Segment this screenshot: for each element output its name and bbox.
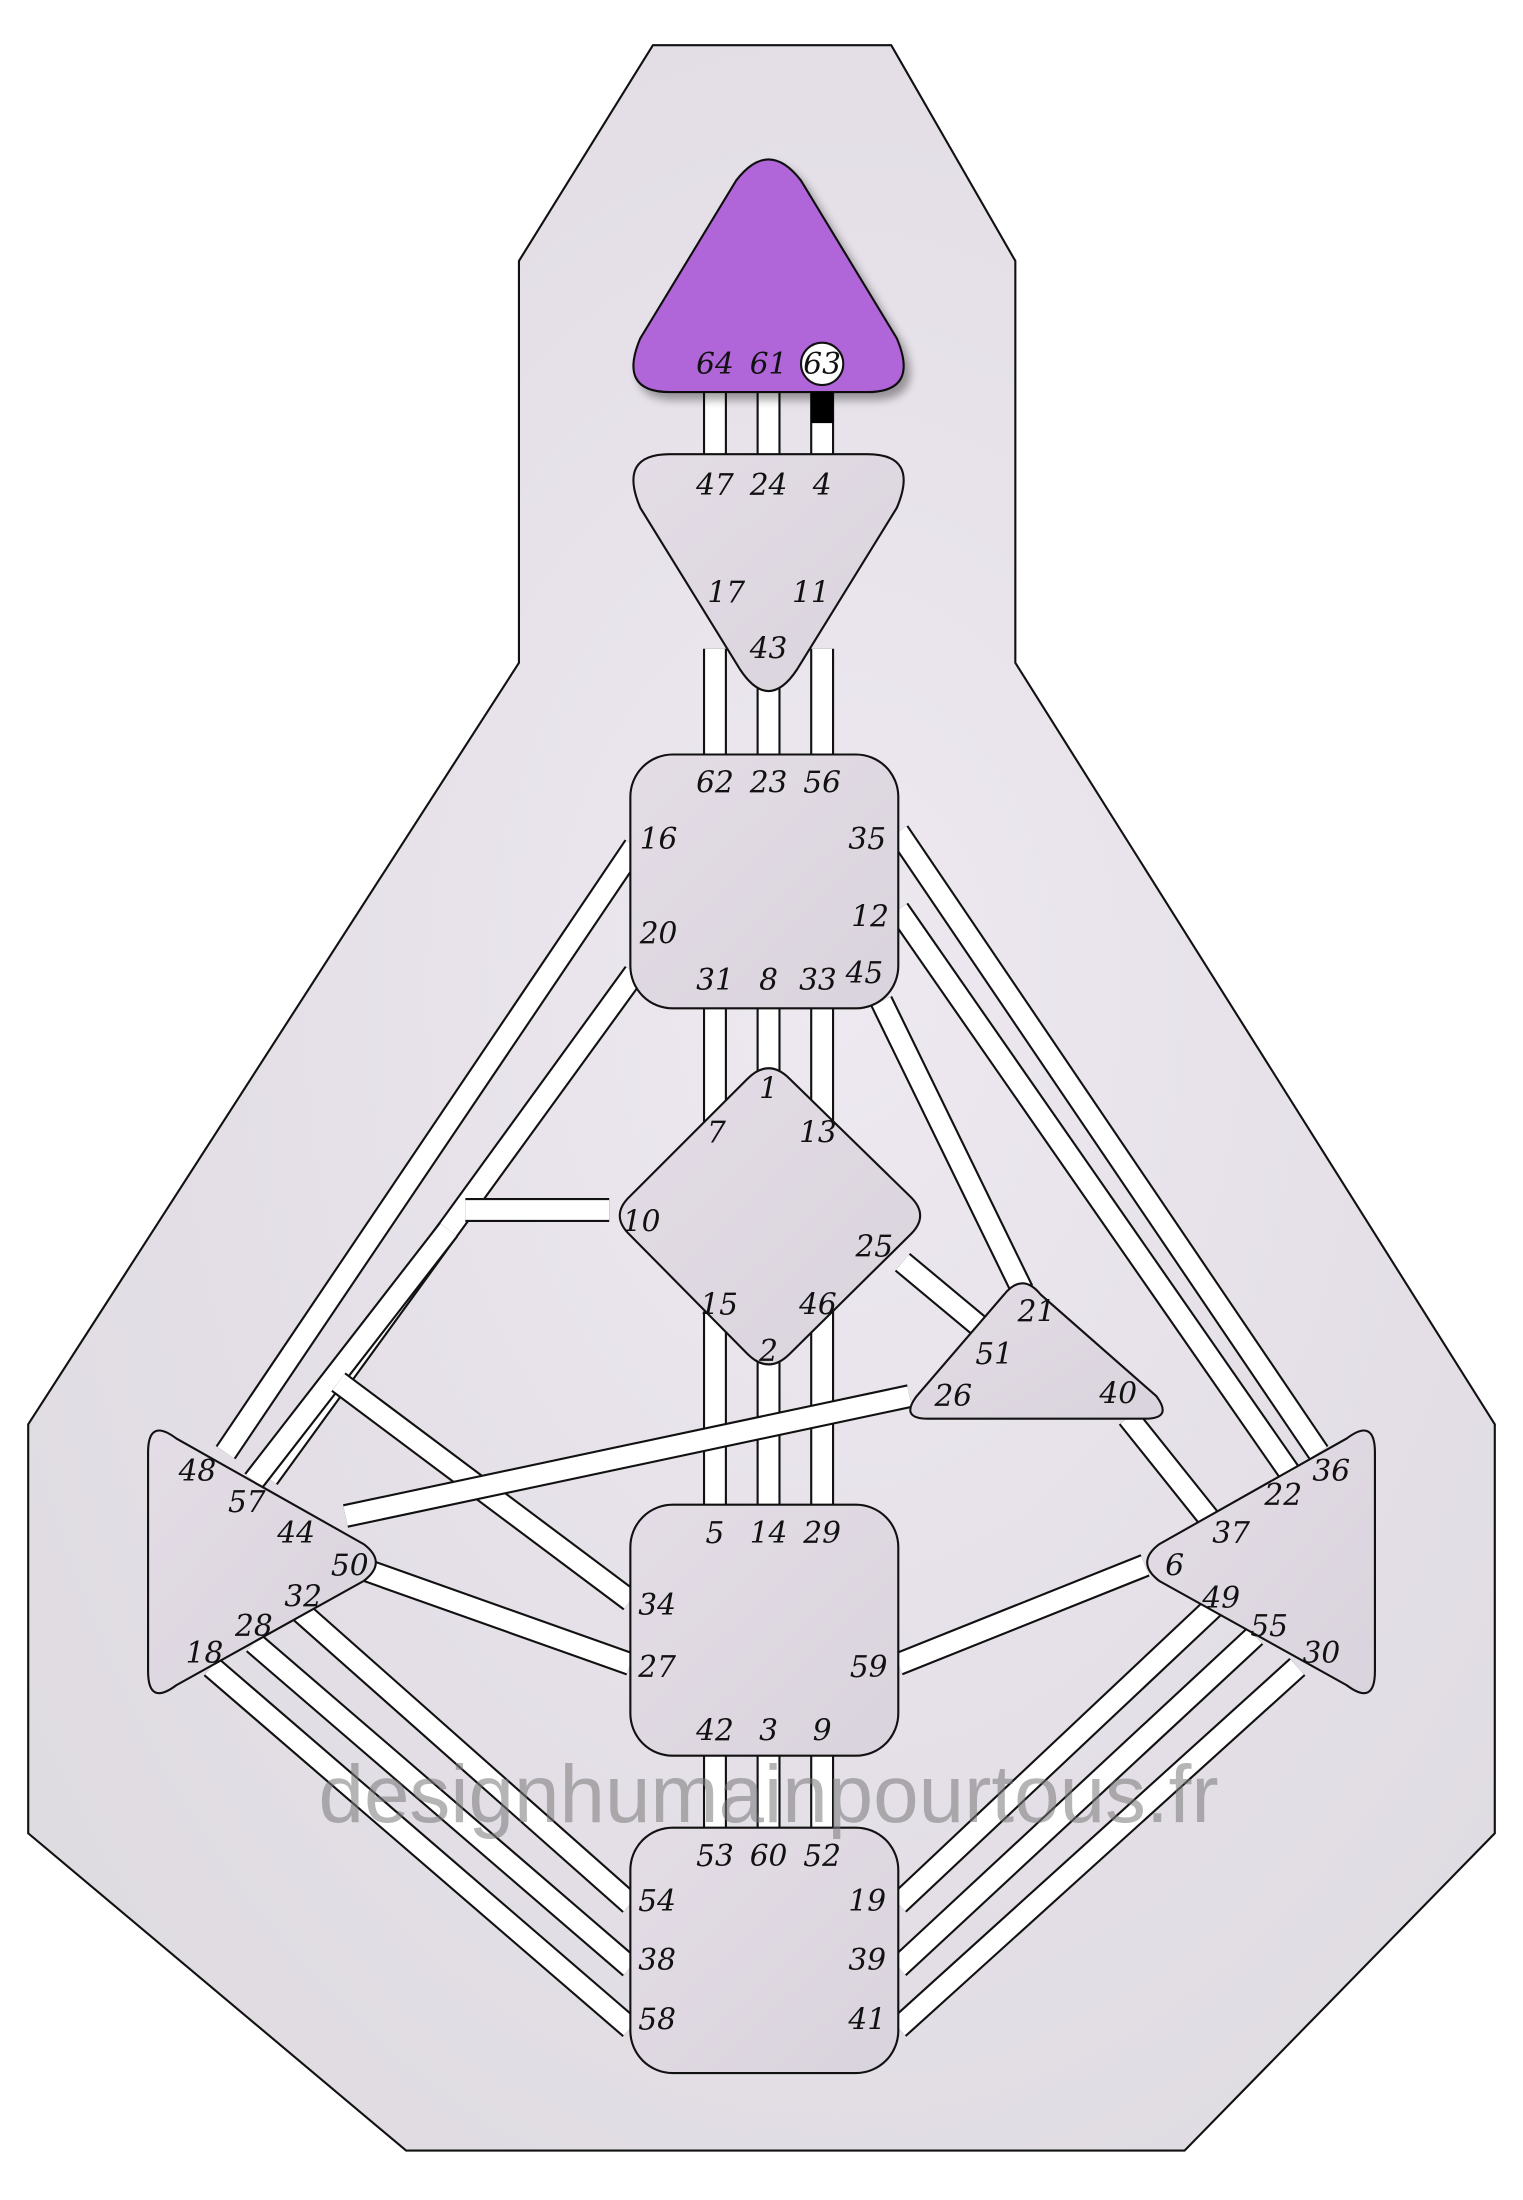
channel [343,1386,912,1526]
gate-3[interactable]: 3 [759,1713,778,1747]
gate-42[interactable]: 42 [695,1713,734,1747]
channel [896,1254,994,1341]
gate-29[interactable]: 29 [802,1516,841,1550]
gate-26[interactable]: 26 [933,1379,972,1413]
head-center[interactable] [632,158,905,394]
gate-35[interactable]: 35 [848,822,886,856]
gate-5[interactable]: 5 [706,1516,725,1550]
gate-48[interactable]: 48 [178,1454,217,1488]
gate-11[interactable]: 11 [792,575,830,609]
gate-38[interactable]: 38 [638,1943,676,1977]
gate-30[interactable]: 30 [1302,1636,1340,1670]
watermark: designhumainpourtous.fr [318,1749,1218,1840]
channel [289,1600,637,1912]
gate-12[interactable]: 12 [851,900,889,934]
gate-56[interactable]: 56 [803,766,841,800]
channel [1120,1411,1221,1530]
gate-21[interactable]: 21 [1017,1295,1056,1329]
gate-23[interactable]: 23 [749,766,788,800]
gate-6[interactable]: 6 [1165,1548,1184,1582]
throat-center[interactable] [629,753,900,1010]
channel [890,903,1299,1480]
gate-57[interactable]: 57 [228,1485,266,1519]
gate-4[interactable]: 4 [812,468,832,502]
heart-center[interactable] [909,1282,1164,1420]
channel [872,996,1032,1295]
gate-10[interactable]: 10 [623,1204,661,1238]
channel [247,1635,637,1975]
gate-24[interactable]: 24 [749,468,788,502]
gate-14[interactable]: 14 [750,1516,788,1550]
gate-33[interactable]: 33 [799,963,837,997]
gate-49[interactable]: 49 [1201,1581,1240,1615]
gate-37[interactable]: 37 [1212,1516,1250,1550]
gate-1[interactable]: 1 [759,1072,778,1106]
ajna-center[interactable] [632,453,905,693]
gate-20[interactable]: 20 [639,917,678,951]
channel [894,1556,1149,1674]
gate-55[interactable]: 55 [1250,1609,1288,1643]
gate-47[interactable]: 47 [695,468,734,502]
channel [246,1223,457,1487]
channel [891,1628,1262,1975]
gate-28[interactable]: 28 [234,1609,273,1643]
gate-54[interactable]: 54 [638,1884,676,1918]
channel [349,1556,634,1674]
gate-51[interactable]: 51 [975,1337,1013,1371]
channel [205,1659,637,2036]
channel [891,1600,1220,1911]
gate-16[interactable]: 16 [640,822,678,856]
gate-19[interactable]: 19 [848,1884,886,1918]
g-center[interactable] [618,1067,922,1366]
gate-46[interactable]: 46 [798,1287,837,1321]
gate-64[interactable]: 64 [696,347,734,381]
gate-2[interactable]: 2 [758,1334,778,1368]
gate-63-activation-bar [810,392,834,424]
gate-9[interactable]: 9 [813,1713,832,1747]
gate-63[interactable]: 63 [803,347,841,381]
gate-17[interactable]: 17 [707,575,745,609]
gate-43[interactable]: 43 [749,632,788,666]
gate-8[interactable]: 8 [759,963,778,997]
gate-60[interactable]: 60 [750,1839,788,1873]
sacral-center[interactable] [629,1503,900,1757]
gate-41[interactable]: 41 [847,2002,886,2036]
gate-50[interactable]: 50 [331,1548,369,1582]
gate-53[interactable]: 53 [696,1839,734,1873]
gate-58[interactable]: 58 [638,2002,676,2036]
gate-34[interactable]: 34 [638,1588,676,1622]
gate-31[interactable]: 31 [696,963,734,997]
gate-22[interactable]: 22 [1263,1478,1302,1512]
gate-25[interactable]: 25 [854,1230,893,1264]
gate-7[interactable]: 7 [707,1115,726,1149]
gate-45[interactable]: 45 [845,956,884,990]
gate-62[interactable]: 62 [696,766,734,800]
gate-52[interactable]: 52 [803,1839,841,1873]
gate-39[interactable]: 39 [848,1943,886,1977]
gate-13[interactable]: 13 [799,1115,837,1149]
gate-32[interactable]: 32 [284,1579,322,1613]
root-center[interactable] [629,1826,900,2075]
activated-gate-marker [799,341,845,387]
gate-40[interactable]: 40 [1098,1376,1137,1410]
gate-61[interactable]: 61 [750,347,788,381]
gate-36[interactable]: 36 [1312,1454,1350,1488]
gate-59[interactable]: 59 [850,1650,888,1684]
channel [217,840,643,1459]
channels [203,392,1329,2037]
channel [891,1659,1304,2036]
gate-44[interactable]: 44 [276,1516,315,1550]
gate-18[interactable]: 18 [186,1636,224,1670]
gate-27[interactable]: 27 [637,1650,676,1684]
spleen-center[interactable] [147,1429,377,1695]
gate-15[interactable]: 15 [700,1287,738,1321]
channel [890,826,1327,1459]
solar-plexus-center[interactable] [1146,1429,1376,1695]
